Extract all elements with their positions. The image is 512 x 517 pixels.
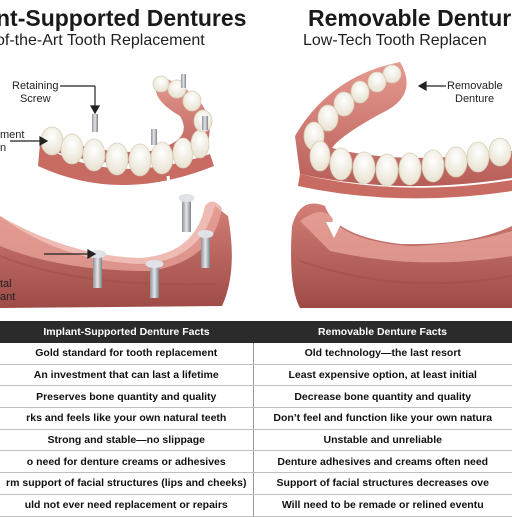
right-lower-jaw <box>291 203 512 308</box>
header-implant: Implant-Supported Denture Facts <box>0 321 253 343</box>
table-cell: Will need to be remade or relined eventu <box>253 494 512 517</box>
implant-post-icon <box>88 250 107 288</box>
table-cell: rm support of facial structures (lips an… <box>0 472 254 495</box>
table-cell: Least expensive option, at least initial <box>253 364 512 387</box>
table-header-row: Implant-Supported Denture Facts Removabl… <box>0 321 512 343</box>
table-row: rks and feels like your own natural teet… <box>0 407 512 430</box>
implant-post-icon <box>197 230 214 268</box>
implant-post-icon <box>145 260 164 298</box>
table-cell: Denture adhesives and creams often need <box>253 450 512 474</box>
table-cell: Unstable and unreliable <box>253 429 512 452</box>
down-arrow-icon <box>166 175 184 248</box>
down-arrow-icon <box>326 196 342 238</box>
callout-retaining-screw: Retaining Screw <box>12 80 59 105</box>
table-cell: Decrease bone quantity and quality <box>253 385 512 409</box>
table-cell: rks and feels like your own natural teet… <box>0 407 254 430</box>
table-cell: o need for denture creams or adhesives <box>0 450 254 474</box>
table-cell: Old technology—the last resort <box>253 343 512 365</box>
left-callout-lines <box>10 85 101 260</box>
implant-post-icon <box>178 194 195 232</box>
right-subtitle: Low-Tech Tooth Replacen <box>303 32 487 49</box>
table-cell: Gold standard for tooth replacement <box>0 343 254 365</box>
table-cell: uld not ever need replacement or repairs <box>0 494 254 517</box>
left-implant-denture <box>38 74 214 185</box>
left-implants <box>88 194 214 298</box>
table-cell: Support of facial structures decreases o… <box>253 472 512 495</box>
left-title: nt-Supported Dentures <box>0 5 247 31</box>
denture-illustration <box>0 62 512 308</box>
table-cell: Don’t feel and function like your own na… <box>253 407 512 430</box>
left-lower-jaw <box>0 201 232 308</box>
right-callout-line <box>417 80 446 92</box>
table-row: uld not ever need replacement or repairs… <box>0 494 512 517</box>
comparison-table: Implant-Supported Denture Facts Removabl… <box>0 321 512 517</box>
callout-implant-top: ment n <box>0 129 25 154</box>
left-subtitle: of-the-Art Tooth Replacement <box>0 32 205 49</box>
table-cell: Preserves bone quantity and quality <box>0 385 254 409</box>
table-row: rm support of facial structures (lips an… <box>0 472 512 495</box>
callout-implant-bottom: tal ant <box>0 278 16 303</box>
header-removable: Removable Denture Facts <box>253 321 512 343</box>
table-cell: Strong and stable—no slippage <box>0 429 254 452</box>
right-removable-denture <box>295 62 512 199</box>
table-cell: An investment that can last a lifetime <box>0 364 254 387</box>
callout-removable-denture: Removable Denture <box>447 80 503 105</box>
right-title: Removable Dentur <box>308 5 512 31</box>
